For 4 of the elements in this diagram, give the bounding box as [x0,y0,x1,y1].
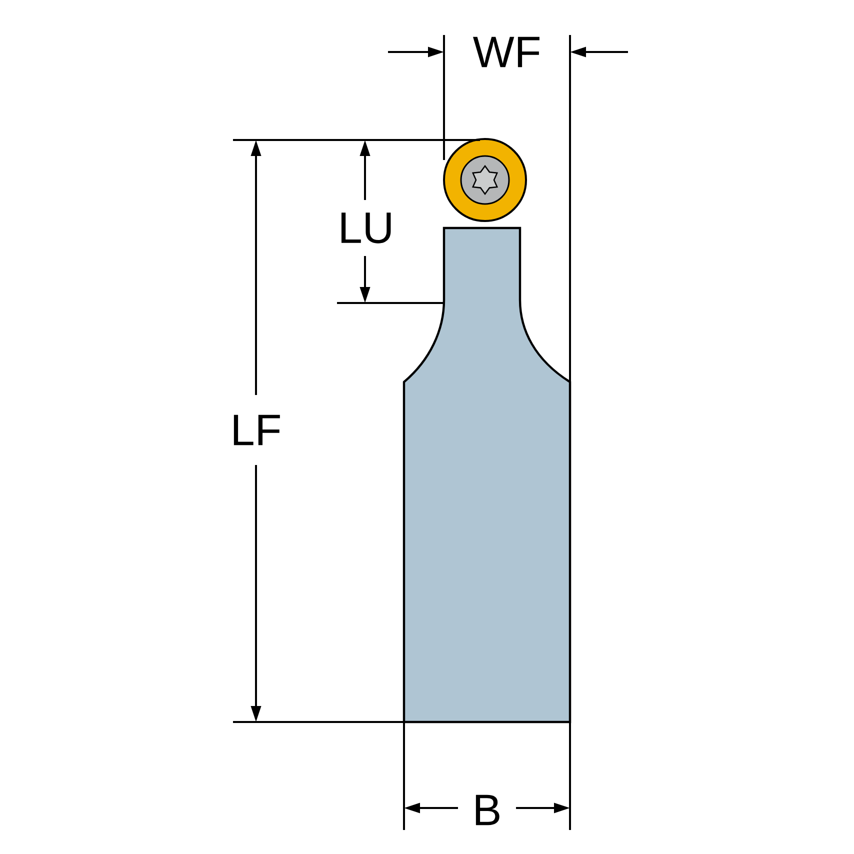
dimension-label: LU [342,212,391,244]
dimension-label: B [476,794,500,826]
dimension-label: LF [234,414,280,446]
dimension-label: WF [473,36,540,68]
